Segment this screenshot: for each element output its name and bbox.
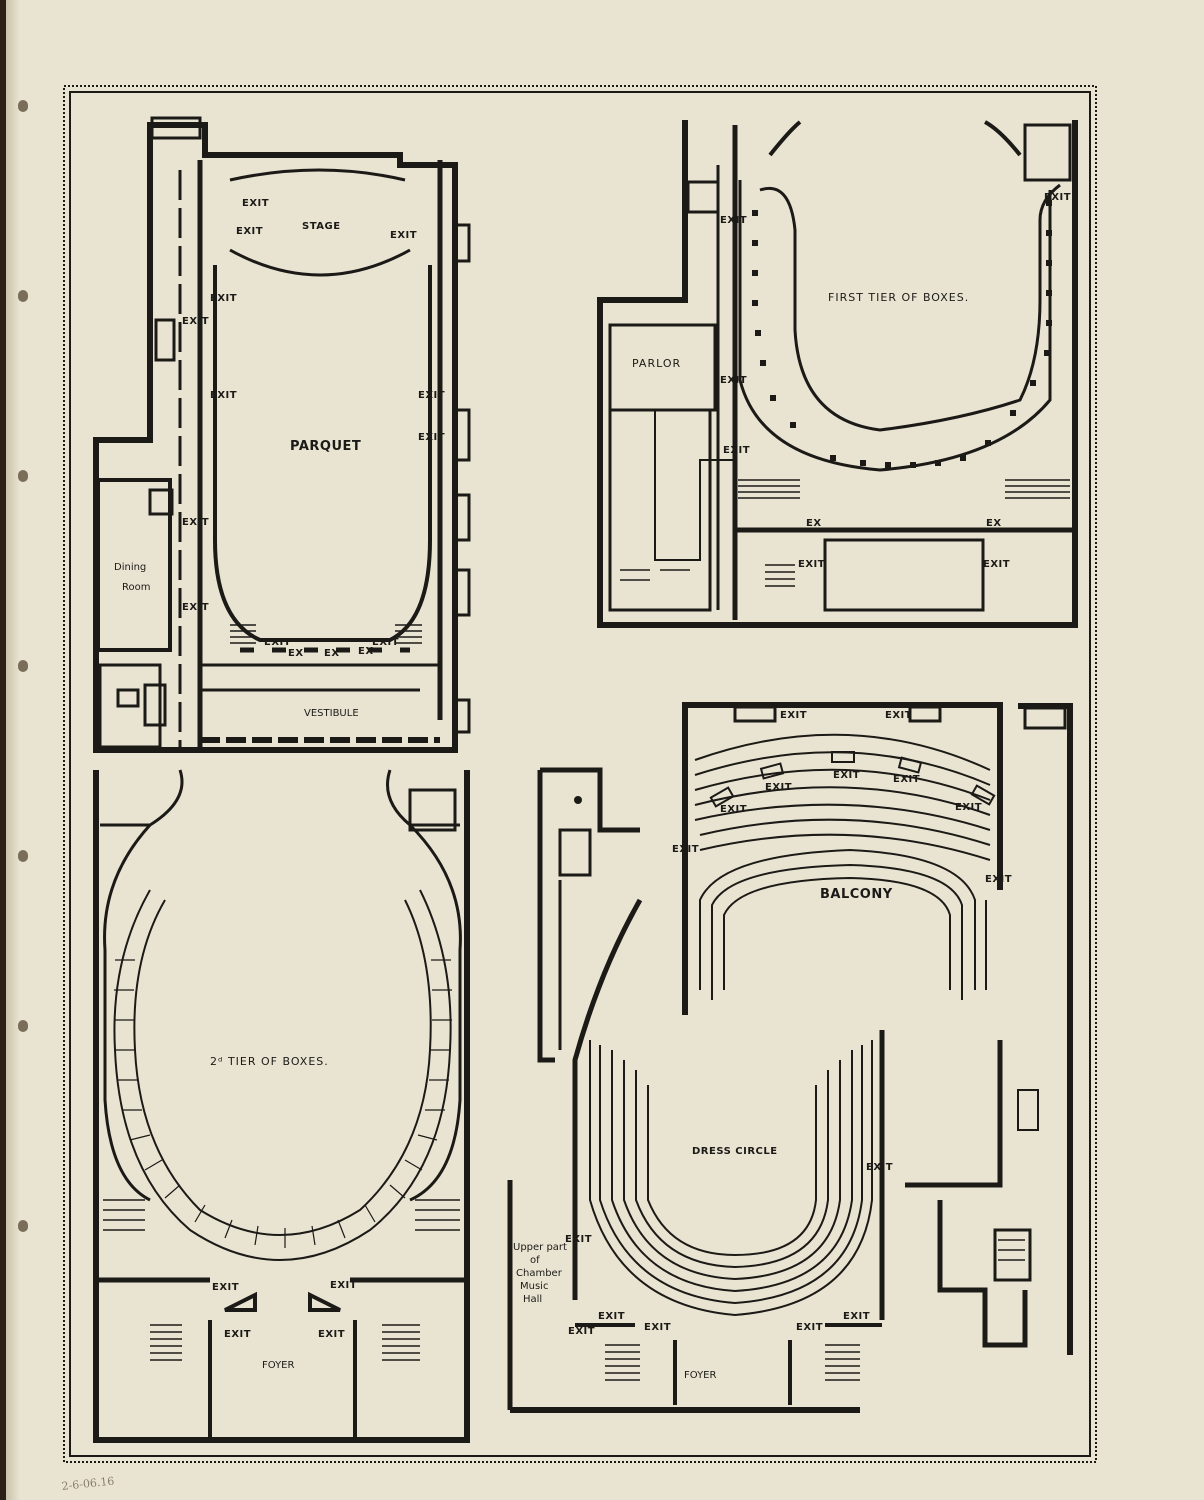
exit-label: EXIT [672, 844, 699, 855]
label-parquet: PARQUET [290, 439, 361, 454]
label-vestibule: VESTIBULE [304, 708, 359, 719]
label-chamber-hall: of [530, 1255, 540, 1266]
label-second-tier: 2ᵈ TIER OF BOXES. [210, 1055, 329, 1068]
exit-label: EXIT [985, 874, 1012, 885]
ex-label: EX [288, 648, 304, 659]
exit-label: EXIT [983, 559, 1010, 570]
binding-hole [18, 850, 28, 862]
exit-label: EXIT [182, 517, 209, 528]
exit-label: EXIT [210, 390, 237, 401]
exit-label: EXIT [598, 1311, 625, 1322]
exit-label: EXIT [236, 226, 263, 237]
exit-label: EXIT [796, 1322, 823, 1333]
ex-label: EX [324, 648, 340, 659]
label-dress-circle: DRESS CIRCLE [692, 1146, 778, 1157]
binding-hole [18, 1220, 28, 1232]
exit-label: EXIT [264, 637, 291, 648]
exit-label: EXIT [182, 316, 209, 327]
ex-label: EX [986, 518, 1002, 529]
handwritten-note: 2-6-06.16 [61, 1475, 115, 1493]
label-dining-room: Room [122, 582, 150, 593]
exit-label: EXIT [390, 230, 417, 241]
exit-label: EXIT [318, 1329, 345, 1340]
label-dining: Dining [114, 562, 146, 573]
binding-hole [18, 100, 28, 112]
label-chamber-hall: Hall [523, 1294, 542, 1305]
exit-label: EXIT [720, 804, 747, 815]
label-balcony: BALCONY [820, 887, 893, 902]
exit-label: EXIT [893, 774, 920, 785]
exit-label: EXIT [798, 559, 825, 570]
ex-label: EX [806, 518, 822, 529]
binding-hole [18, 660, 28, 672]
label-parlor: PARLOR [632, 357, 681, 370]
exit-label: EXIT [780, 710, 807, 721]
exit-label: EXIT [212, 1282, 239, 1293]
exit-label: EXIT [765, 782, 792, 793]
plan-second-tier: 2ᵈ TIER OF BOXES. FOYER EXIT EXIT EXIT E… [93, 769, 470, 1443]
page-border [63, 85, 1097, 1463]
binding-hole [18, 1020, 28, 1032]
exit-label: EXIT [833, 770, 860, 781]
exit-label: EXIT [1044, 192, 1071, 203]
exit-label: EXIT [418, 432, 445, 443]
plan-parquet: STAGE PARQUET Dining Room VESTIBULE EXIT… [93, 116, 471, 753]
exit-label: EXIT [866, 1162, 893, 1173]
exit-label: EXIT [885, 710, 912, 721]
label-chamber-hall: Chamber [516, 1268, 563, 1279]
binding-hole [18, 290, 28, 302]
exit-label: EXIT [565, 1234, 592, 1245]
plan-first-tier: FIRST TIER OF BOXES. PARLOR EXIT EXIT EX… [597, 120, 1078, 628]
binding-edge [6, 0, 20, 1500]
exit-label: EXIT [182, 602, 209, 613]
exit-label: EXIT [418, 390, 445, 401]
label-foyer: FOYER [684, 1370, 717, 1381]
plan-balcony-dress-circle: BALCONY DRESS CIRCLE FOYER Upper part of… [507, 702, 1073, 1413]
exit-label: EXIT [330, 1280, 357, 1291]
label-chamber-hall: Upper part [513, 1242, 567, 1253]
exit-label: EXIT [723, 445, 750, 456]
exit-label: EXIT [720, 215, 747, 226]
ex-label: EX [358, 646, 374, 657]
binding-hole [18, 470, 28, 482]
exit-label: EXIT [955, 802, 982, 813]
label-foyer: FOYER [262, 1360, 295, 1371]
exit-label: EXIT [210, 293, 237, 304]
label-first-tier: FIRST TIER OF BOXES. [828, 291, 969, 304]
exit-label: EXIT [372, 637, 399, 648]
exit-label: EXIT [720, 375, 747, 386]
exit-label: EXIT [644, 1322, 671, 1333]
exit-label: EXIT [224, 1329, 251, 1340]
label-stage: STAGE [302, 221, 341, 232]
exit-label: EXIT [568, 1326, 595, 1337]
exit-label: EXIT [843, 1311, 870, 1322]
exit-label: EXIT [242, 198, 269, 209]
label-chamber-hall: Music [520, 1281, 548, 1292]
